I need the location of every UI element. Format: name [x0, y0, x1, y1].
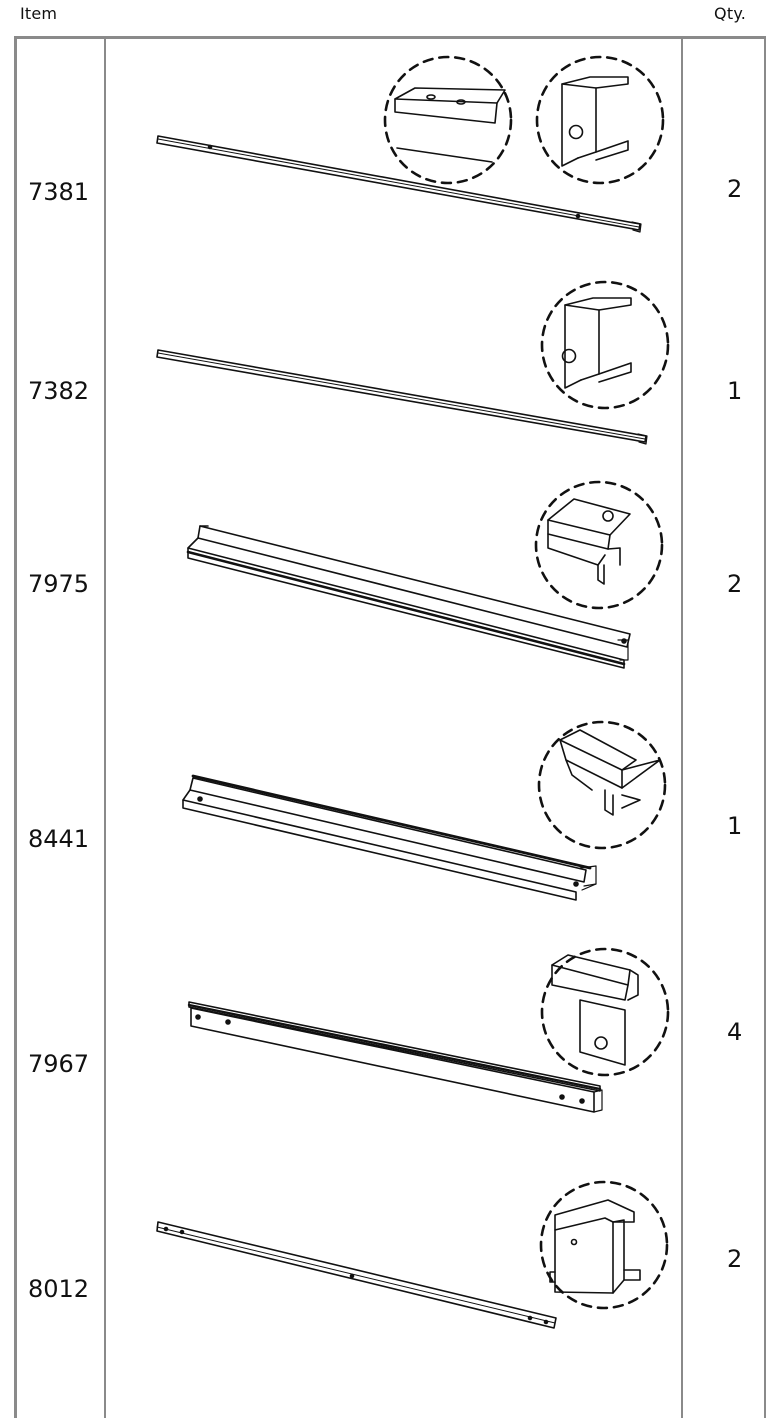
- part-drawing-8441: [182, 774, 597, 901]
- detail-callout-7381-end: [535, 55, 665, 185]
- item-column-divider: [104, 36, 106, 1418]
- item-column-header: Item: [20, 4, 58, 23]
- qty-column-header: Qty.: [714, 4, 746, 23]
- item-code-7382: 7382: [28, 377, 90, 405]
- part-drawing-7382: [156, 349, 648, 445]
- item-code-7975: 7975: [28, 570, 90, 598]
- detail-callout-7967-end: [540, 947, 670, 1077]
- qty-7967: 4: [727, 1018, 743, 1046]
- qty-7381: 2: [727, 175, 743, 203]
- item-code-8012: 8012: [28, 1275, 90, 1303]
- detail-callout-7382-end: [540, 280, 670, 410]
- part-drawing-7975: [186, 525, 631, 669]
- parts-table-frame: [14, 36, 766, 1418]
- qty-column-divider: [681, 36, 683, 1418]
- item-code-8441: 8441: [28, 825, 90, 853]
- part-drawing-7381: [156, 135, 642, 233]
- detail-callout-8441-end: [537, 720, 667, 850]
- part-drawing-7967: [187, 1001, 603, 1113]
- qty-7382: 1: [727, 377, 743, 405]
- qty-7975: 2: [727, 570, 743, 598]
- detail-callout-8012-end: [539, 1180, 669, 1310]
- item-code-7381: 7381: [28, 178, 90, 206]
- qty-8441: 1: [727, 812, 743, 840]
- detail-callout-7381-top: [383, 55, 513, 185]
- qty-8012: 2: [727, 1245, 743, 1273]
- detail-callout-7975-end: [534, 480, 664, 610]
- item-code-7967: 7967: [28, 1050, 90, 1078]
- part-drawing-8012: [156, 1221, 557, 1329]
